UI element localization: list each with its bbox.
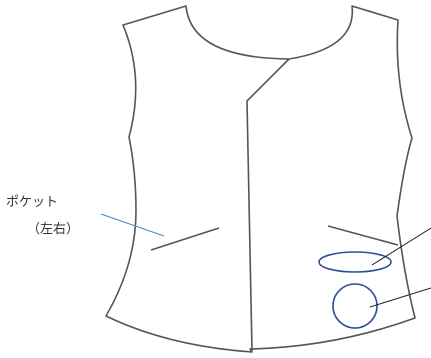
pocket-marker-ellipse [318, 251, 392, 273]
right-welt-pocket [327, 225, 399, 246]
circle-pointer-line [369, 287, 431, 308]
ellipse-pointer-line [371, 227, 431, 266]
pocket-leader-line [100, 213, 165, 237]
left-welt-pocket [150, 227, 220, 251]
pocket-side-label: （左右） [27, 222, 80, 237]
front-center-line [246, 58, 290, 352]
pocket-label: ポケット [6, 195, 59, 210]
marker-circle [332, 283, 378, 329]
vest-outline [105, 5, 416, 353]
